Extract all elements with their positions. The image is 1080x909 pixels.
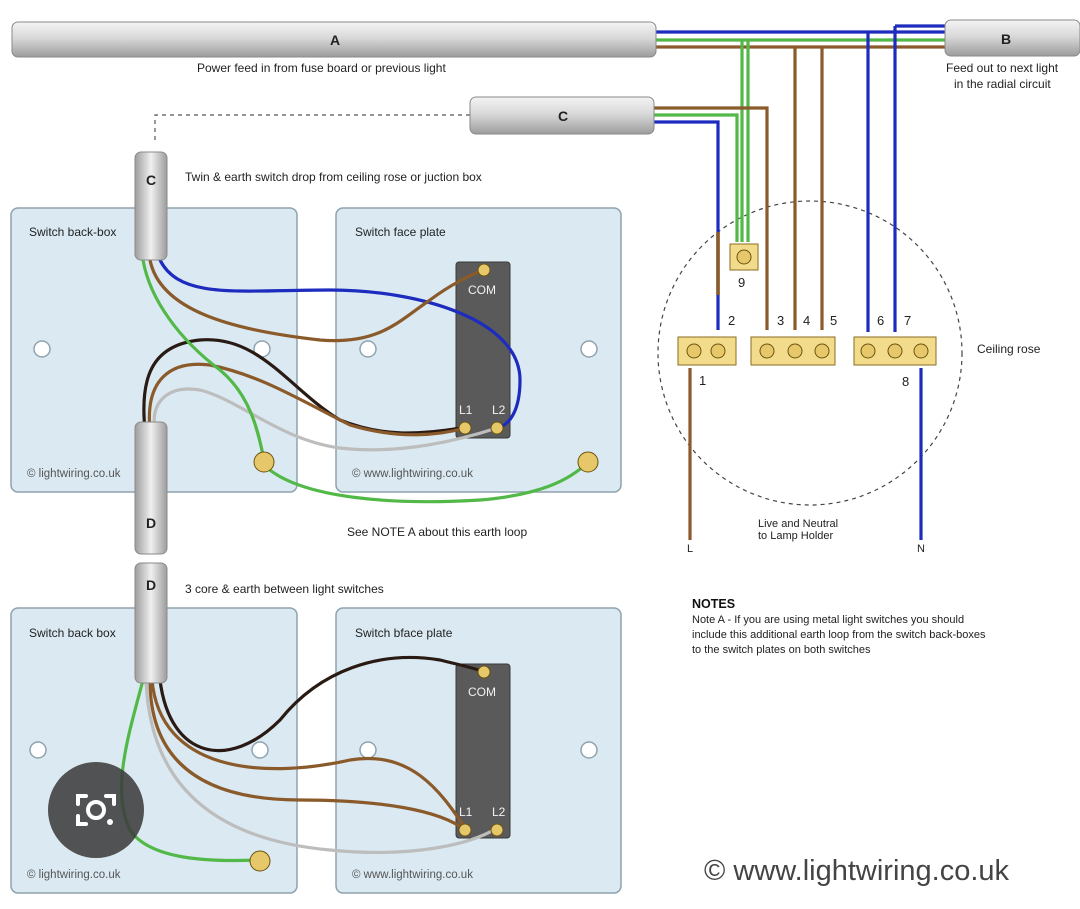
switch2-l1-label: L1 — [459, 805, 473, 819]
switch2-back-box-label: Switch back box — [29, 626, 116, 640]
cable-c-drop: C — [134, 151, 168, 261]
switch1-wires — [141, 258, 590, 504]
cable-c-drop-label: C — [146, 172, 156, 188]
terminal-screw — [860, 343, 876, 359]
switch1-l1-terminal — [458, 421, 472, 435]
lamp-holder-caption-line1: Live and Neutral — [758, 518, 838, 530]
watermark-copyright: © www.lightwiring.co.uk — [704, 855, 1010, 887]
switch2-l2-label: L2 — [492, 805, 506, 819]
switch2-earth-terminal — [249, 850, 271, 872]
screw-hole — [29, 741, 47, 759]
switch2-l1-terminal — [458, 823, 472, 837]
camera-lens-icon — [76, 794, 116, 826]
notes-block: NOTES Note A - If you are using metal li… — [692, 597, 986, 656]
switch2-com-label: COM — [468, 685, 496, 699]
terminal-screw — [686, 343, 702, 359]
screw-hole — [580, 741, 598, 759]
cable-d-lower: D — [134, 562, 168, 684]
terminal-screw — [759, 343, 775, 359]
switch1-plate-earth-terminal — [577, 451, 599, 473]
earth-loop-caption: See NOTE A about this earth loop — [347, 525, 527, 539]
cable-b: B — [944, 19, 1080, 57]
terminal-1-label: 1 — [699, 373, 706, 388]
switch1-com-terminal — [477, 263, 491, 277]
feed-out-caption-line1: Feed out to next light — [946, 61, 1059, 75]
cable-d-lower-label: D — [146, 577, 156, 593]
terminal-screw — [710, 343, 726, 359]
lamp-live-label: L — [687, 543, 693, 555]
power-feed-caption: Power feed in from fuse board or previou… — [197, 61, 446, 75]
screw-hole — [251, 741, 269, 759]
switch1-back-box-label: Switch back-box — [29, 225, 116, 239]
screw-hole — [359, 741, 377, 759]
terminal-2-label: 2 — [728, 313, 735, 328]
terminal-8-label: 8 — [902, 374, 909, 389]
terminal-3-label: 3 — [777, 313, 784, 328]
terminal-screw — [787, 343, 803, 359]
terminal-screw — [887, 343, 903, 359]
switch2-face-plate-copyright: © www.lightwiring.co.uk — [352, 869, 473, 881]
terminal-screw — [736, 249, 752, 265]
notes-line3: to the switch plates on both switches — [692, 644, 871, 656]
three-core-caption: 3 core & earth between light switches — [185, 582, 384, 596]
ceiling-rose-outline — [657, 200, 963, 506]
terminal-4-label: 4 — [803, 313, 810, 328]
terminal-6-label: 6 — [877, 313, 884, 328]
switch1-mechanism: COM L1 L2 — [455, 261, 511, 439]
switch1-back-box-copyright: © lightwiring.co.uk — [27, 468, 121, 480]
notes-line2: include this additional earth loop from … — [692, 629, 986, 641]
switch1-face-plate-label: Switch face plate — [355, 225, 446, 239]
lamp-holder-caption-line2: to Lamp Holder — [758, 530, 834, 542]
screw-hole — [33, 340, 51, 358]
switch1-l2-label: L2 — [492, 403, 506, 417]
cable-c-top-label: C — [558, 108, 568, 124]
ceiling-rose-terminals: 9 1 2 3 4 5 6 7 8 — [677, 243, 937, 389]
cable-d-upper: D — [134, 421, 168, 555]
cable-c-top: C — [469, 96, 655, 135]
feed-out-caption-line2: in the radial circuit — [954, 77, 1051, 91]
switch1-com-label: COM — [468, 283, 496, 297]
terminal-5-label: 5 — [830, 313, 837, 328]
camera-lens-button[interactable] — [48, 762, 144, 858]
terminal-9-label: 9 — [738, 275, 745, 290]
ceiling-rose-caption: Ceiling rose — [977, 342, 1041, 356]
switch2-back-box-copyright: © lightwiring.co.uk — [27, 869, 121, 881]
cable-d-upper-label: D — [146, 515, 156, 531]
feed-wires — [650, 24, 1010, 540]
switch1-l2-terminal — [490, 421, 504, 435]
switch2-l2-terminal — [490, 823, 504, 837]
screw-hole — [580, 340, 598, 358]
switch1-earth-terminal — [253, 451, 275, 473]
switch1-l1-label: L1 — [459, 403, 473, 417]
notes-line1: Note A - If you are using metal light sw… — [692, 614, 964, 626]
switch2-com-terminal — [477, 665, 491, 679]
twin-earth-caption: Twin & earth switch drop from ceiling ro… — [185, 170, 482, 184]
switch2-wires — [119, 655, 499, 863]
cable-b-label: B — [1001, 31, 1011, 47]
lamp-neutral-label: N — [917, 543, 925, 555]
notes-heading: NOTES — [692, 597, 735, 611]
switch-terminals — [249, 263, 599, 872]
screw-hole — [359, 340, 377, 358]
cable-c-link — [154, 114, 470, 140]
cable-a: A — [11, 21, 657, 58]
switch2-mechanism: COM L1 L2 — [455, 663, 511, 839]
terminal-screw — [913, 343, 929, 359]
switch2-face-plate-label: Switch bface plate — [355, 626, 453, 640]
terminal-screw — [814, 343, 830, 359]
cable-a-label: A — [330, 32, 340, 48]
switch1-face-plate-copyright: © www.lightwiring.co.uk — [352, 468, 473, 480]
terminal-7-label: 7 — [904, 313, 911, 328]
switch1-back-box: Switch back-box © lightwiring.co.uk — [10, 207, 298, 493]
